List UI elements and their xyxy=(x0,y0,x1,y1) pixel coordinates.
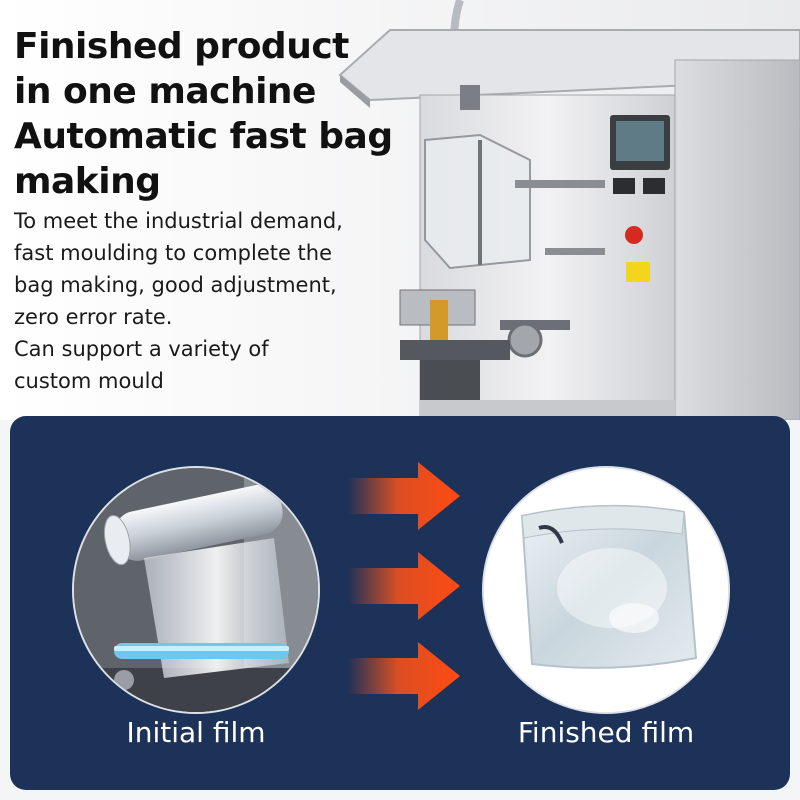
headline-line: Automatic fast bag xyxy=(14,116,393,157)
finished-film-label: Finished film xyxy=(517,716,695,749)
arrow-right-icon xyxy=(348,642,460,710)
description: To meet the industrial demand, fast moul… xyxy=(14,205,404,397)
description-line: Can support a variety of xyxy=(14,337,269,361)
arrow-right-icon xyxy=(348,552,460,620)
comparison-panel: Initial film Finished film xyxy=(10,416,790,790)
description-line: To meet the industrial demand, xyxy=(14,209,343,233)
initial-film-label: Initial film xyxy=(126,716,266,749)
headline-line: in one machine xyxy=(14,71,316,112)
description-line: fast moulding to complete the xyxy=(14,241,333,265)
initial-film-image xyxy=(74,468,318,712)
arrow-right-icon xyxy=(348,462,460,530)
headline-line: making xyxy=(14,161,161,202)
headline: Finished product in one machine Automati… xyxy=(14,24,404,204)
description-line: zero error rate. xyxy=(14,305,173,329)
flow-arrows xyxy=(348,462,460,710)
finished-film-image xyxy=(484,468,728,712)
packing-machine-image xyxy=(338,0,800,420)
headline-line: Finished product xyxy=(14,26,349,67)
description-line: custom mould xyxy=(14,369,164,393)
hero-section: Finished product in one machine Automati… xyxy=(0,0,800,420)
description-line: bag making, good adjustment, xyxy=(14,273,337,297)
